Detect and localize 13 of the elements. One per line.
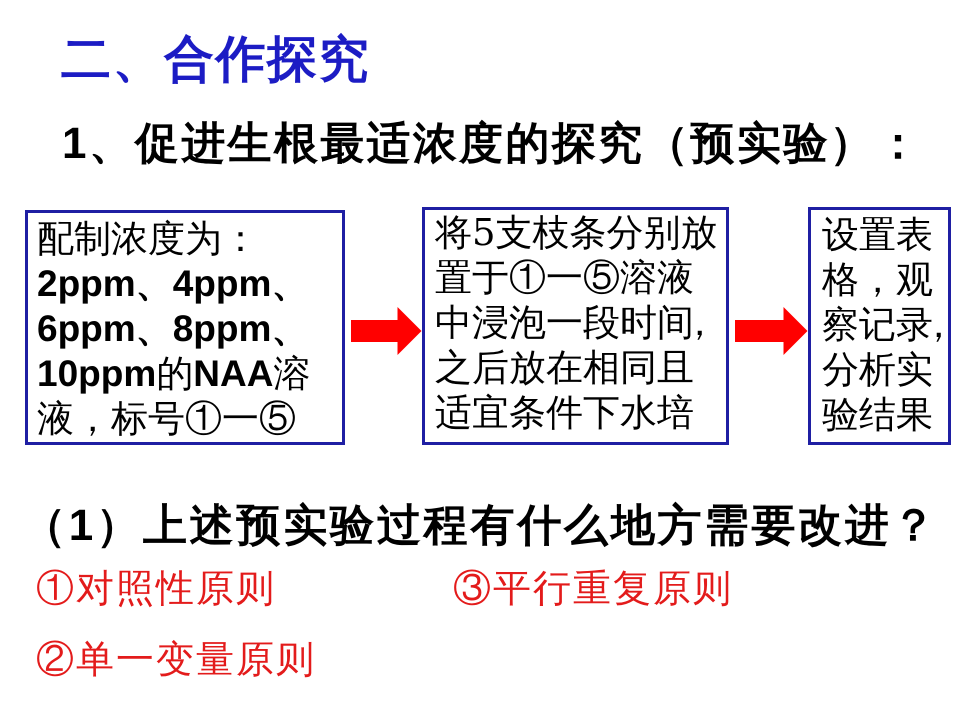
answer-text: ③平行重复原则 — [453, 569, 733, 607]
slide-title: 二、合作探究 — [61, 34, 370, 84]
arrow — [351, 307, 422, 355]
step-text: 设置表格，观察记录，分析实验结果 — [822, 212, 949, 437]
process-box — [25, 210, 345, 445]
step-text: 将5支枝条分别放置于①一⑤溶液中浸泡一段时间，之后放在相同且适宜条件下水培 — [435, 210, 720, 435]
arrow — [735, 307, 808, 355]
answer-text: ②单一变量原则 — [36, 640, 316, 678]
question-text: （1）上述预实验过程有什么地方需要改进？ — [22, 504, 938, 548]
answer-text: ①对照性原则 — [36, 569, 276, 607]
process-box — [808, 207, 951, 445]
heading-text: 1、促进生根最适浓度的探究（预实验）： — [62, 122, 922, 166]
step-text: 配制浓度为：2ppm、4ppm、6ppm、8ppm、10ppm的NAA溶液，标号①一⑤ — [37, 216, 312, 441]
